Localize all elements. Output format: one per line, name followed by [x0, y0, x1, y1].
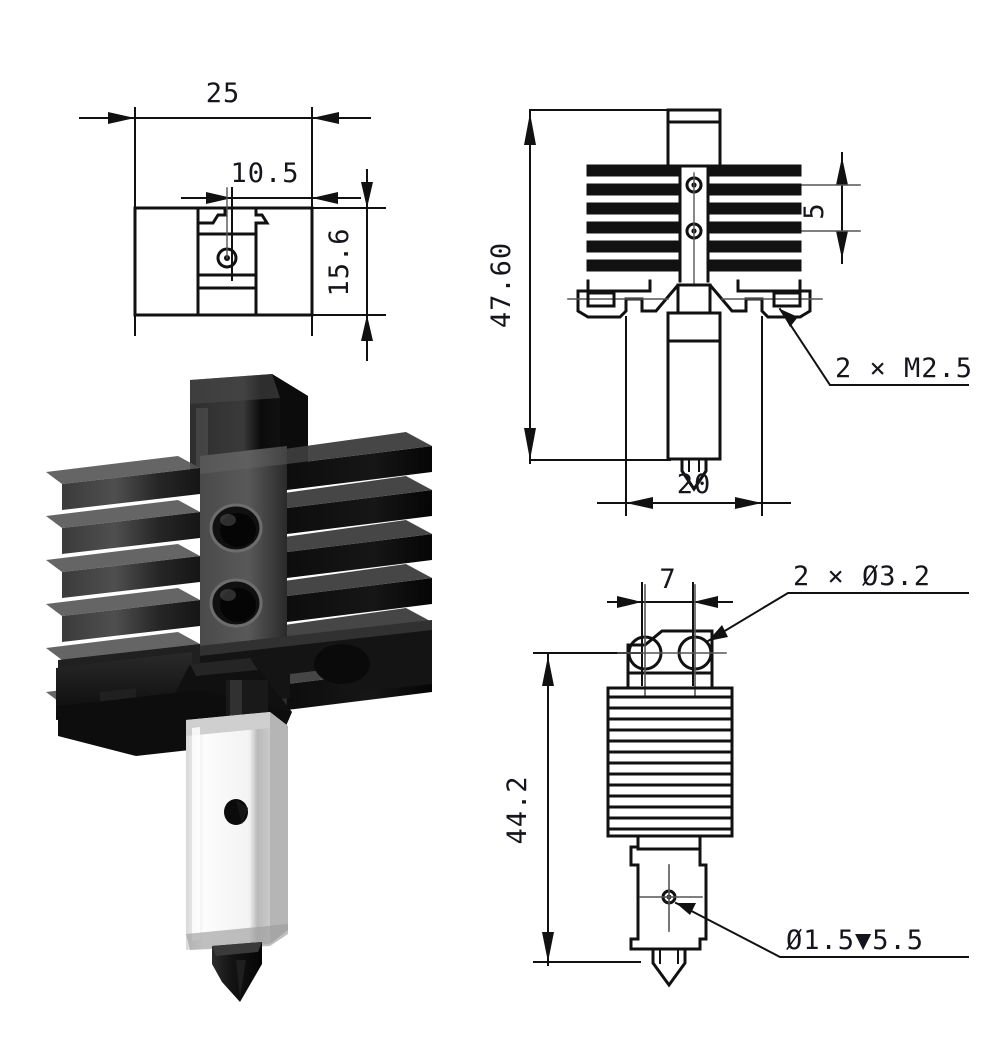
dim-label-10-5: 10.5	[230, 158, 299, 189]
dim-label-7: 7	[659, 564, 676, 595]
dim-label-25: 25	[206, 78, 241, 109]
dim-label-20: 20	[677, 469, 712, 500]
callout-2x-dia-3-2: 2 × Ø3.2	[793, 561, 931, 592]
view-top-left: 25 10.5 15.6	[60, 70, 460, 380]
dim-label-44-2: 44.2	[502, 775, 533, 844]
view-bottom-right: 7 44.2 2 × Ø3.2 Ø1.5▼5.5	[490, 545, 990, 1015]
dim-label-5: 5	[799, 202, 830, 219]
dim-label-15-6: 15.6	[324, 227, 355, 296]
hotend-product-photo	[40, 368, 460, 1018]
view-top-right: 47.60 5 20 2 × M2.5	[486, 85, 990, 545]
dim-label-47-60: 47.60	[486, 242, 517, 328]
callout-dia-1-5-depth-5-5: Ø1.5▼5.5	[786, 925, 924, 956]
photo-part-heater-block	[186, 712, 288, 950]
photo-part-nozzle	[212, 942, 262, 1002]
callout-2x-m2-5: 2 × M2.5	[835, 353, 973, 384]
